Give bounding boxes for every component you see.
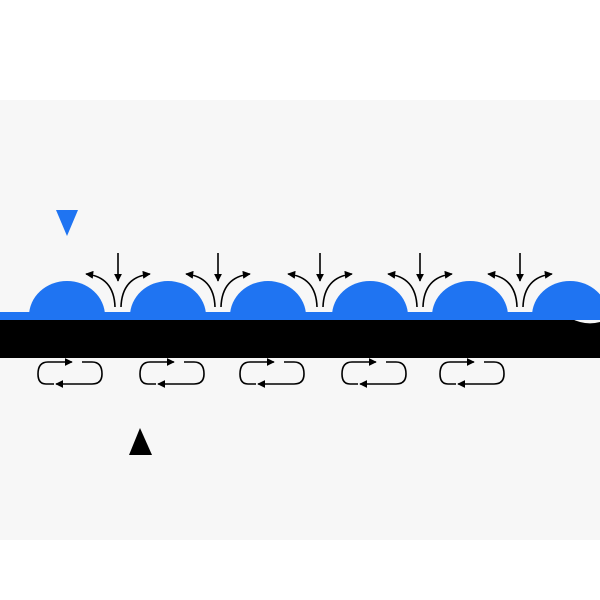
lower-layer-bumps: [0, 320, 560, 356]
circulation-loop-icon: [239, 358, 305, 388]
loop-arrow-left-icon: [157, 361, 205, 388]
curved-arrow-left-icon: [387, 270, 418, 308]
split-flow-arrows-icon: [287, 253, 353, 308]
lower-layer: [0, 318, 600, 358]
curved-arrow-left-icon: [287, 270, 318, 308]
curved-arrow-left-icon: [185, 270, 216, 308]
upper-layer-bump: [332, 281, 408, 316]
loop-arrow-left-icon: [359, 361, 407, 388]
upper-layer-bumps: [29, 281, 600, 316]
lower-layer-bump: [384, 320, 460, 356]
loop-arrow-right-icon: [239, 358, 275, 385]
lower-layer-bump: [0, 320, 56, 356]
lower-layer-bump: [182, 320, 258, 356]
triangle-up-icon: [129, 428, 152, 455]
loop-arrow-right-icon: [439, 358, 475, 385]
lower-layer-bump: [282, 320, 358, 356]
lower-layer-bump: [82, 320, 158, 356]
loop-arrow-right-icon: [341, 358, 377, 385]
curved-arrow-right-icon: [422, 270, 453, 308]
diagram-panel: [0, 100, 600, 540]
circulation-loop-icon: [341, 358, 407, 388]
gap-flow-group: [85, 253, 553, 308]
upper-layer-bump: [130, 281, 206, 316]
loop-arrow-right-icon: [139, 358, 175, 385]
circulation-loop-group: [37, 358, 505, 388]
upper-layer: [0, 281, 600, 320]
curved-arrow-right-icon: [120, 270, 151, 308]
circulation-loop-icon: [37, 358, 103, 388]
curved-arrow-right-icon: [220, 270, 251, 308]
upper-layer-bump: [532, 281, 600, 316]
curved-arrow-right-icon: [322, 270, 353, 308]
triangle-down-icon: [56, 210, 78, 236]
curved-arrow-left-icon: [487, 270, 518, 308]
loop-arrow-left-icon: [457, 361, 505, 388]
curved-arrow-right-icon: [522, 270, 553, 308]
split-flow-arrows-icon: [387, 253, 453, 308]
loop-arrow-left-icon: [257, 361, 305, 388]
circulation-loop-icon: [439, 358, 505, 388]
layer-diagram: [0, 100, 600, 540]
upper-layer-bump: [29, 281, 105, 316]
circulation-loop-icon: [139, 358, 205, 388]
loop-arrow-left-icon: [55, 361, 103, 388]
loop-arrow-right-icon: [37, 358, 73, 385]
split-flow-arrows-icon: [487, 253, 553, 308]
curved-arrow-left-icon: [85, 270, 116, 308]
split-flow-arrows-icon: [85, 253, 151, 308]
split-flow-arrows-icon: [185, 253, 251, 308]
lower-layer-bump: [484, 320, 560, 356]
upper-layer-bump: [432, 281, 508, 316]
upper-layer-bump: [230, 281, 306, 316]
